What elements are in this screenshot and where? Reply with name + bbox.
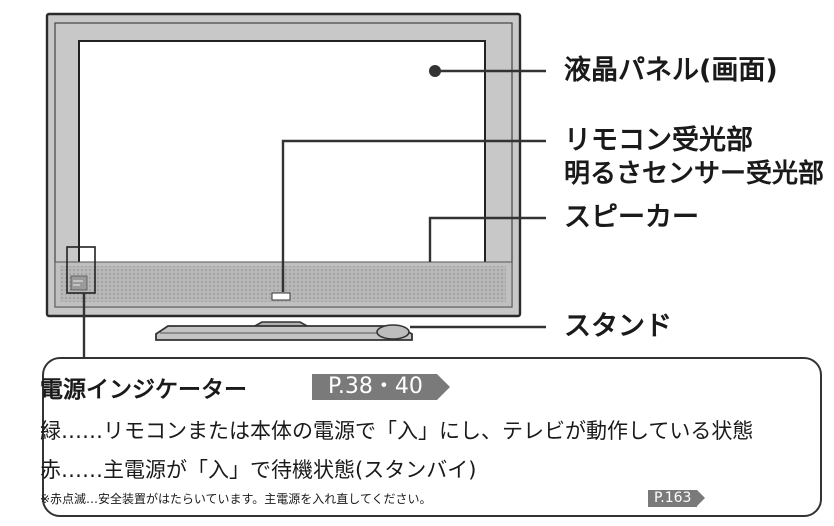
callout-remote-sensor: リモコン受光部 bbox=[564, 125, 753, 156]
tv-body bbox=[45, 12, 522, 318]
arrow-right-icon bbox=[697, 490, 706, 506]
callout-light-sensor: 明るさセンサー受光部 bbox=[564, 159, 825, 189]
red-status-line: 赤……主電源が「入」で待機状態(スタンバイ) bbox=[40, 458, 477, 482]
arrow-right-icon bbox=[436, 374, 450, 400]
note-page-reference-tag[interactable]: P.163 bbox=[648, 490, 706, 507]
callout-speaker: スピーカー bbox=[564, 202, 699, 233]
indicator-title: 電源インジケーター bbox=[40, 377, 247, 403]
indicator-highlight bbox=[66, 246, 96, 294]
page-reference-tag[interactable]: P.38・40 bbox=[312, 374, 450, 400]
callout-stand: スタンド bbox=[564, 311, 672, 342]
remote-sensor bbox=[271, 292, 291, 301]
leader-lines bbox=[82, 65, 546, 357]
power-indicator bbox=[70, 275, 88, 291]
callout-lcd-panel: 液晶パネル(画面) bbox=[564, 55, 778, 86]
blinking-note: ※赤点滅…安全装置がはたらいています。主電源を入れ直してください。 bbox=[40, 492, 432, 506]
note-page-reference-label: P.163 bbox=[654, 490, 692, 506]
page-reference-label: P.38・40 bbox=[328, 374, 423, 399]
stand-button bbox=[376, 324, 410, 340]
green-status-line: 緑……リモコンまたは本体の電源で「入」にし、テレビが動作している状態 bbox=[40, 419, 754, 443]
tv-stand bbox=[155, 321, 413, 341]
